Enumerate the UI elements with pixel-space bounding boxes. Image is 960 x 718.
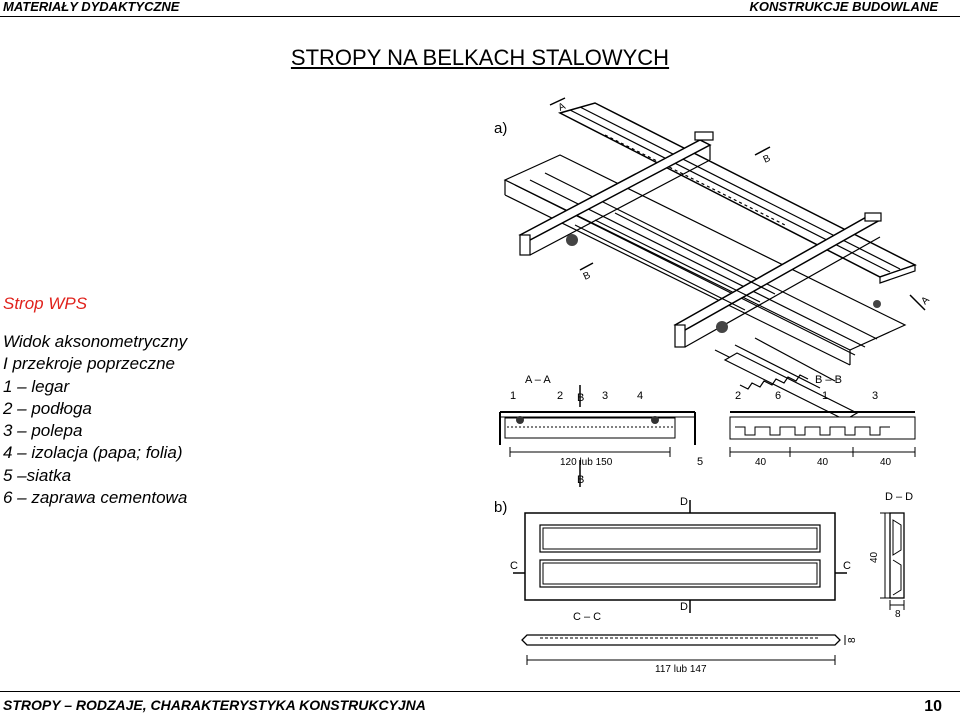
cut-mark: A [557, 101, 568, 114]
legend-item: 2 – podłoga [3, 398, 92, 418]
header-right: KONSTRUKCJE BUDOWLANE [749, 0, 939, 14]
description-line: Widok aksonometryczny [3, 332, 188, 351]
callout-number: 3 [872, 390, 878, 402]
cut-mark: D [680, 601, 688, 613]
page-number: 10 [924, 698, 942, 715]
label-b: b) [494, 499, 507, 516]
page-title: STROPY NA BELKACH STALOWYCH [290, 45, 670, 70]
section-a-a: A – A 1 2 B 3 4 120 lub 150 B 5 [499, 374, 703, 487]
section-label: B – B [815, 374, 842, 386]
description-line: I przekroje poprzeczne [3, 354, 175, 374]
section-b-b: B – B 2 6 1 3 40 40 40 [729, 374, 916, 468]
section-d-d: D – D 40 8 [869, 491, 913, 620]
dimension: 40 [817, 457, 829, 468]
section-c-c: C – C 8 117 lub 147 [521, 611, 858, 675]
cut-mark: B [577, 474, 584, 486]
dimension: 8 [847, 637, 858, 643]
dimension: 8 [895, 609, 901, 620]
footer-divider [0, 691, 960, 692]
section-label: A – A [525, 374, 551, 386]
footer-text: STROPY – RODZAJE, CHARAKTERYSTYKA KONSTR… [3, 697, 426, 713]
slab-plan: b) D D C C [494, 496, 851, 613]
cut-mark: B [762, 153, 773, 166]
technical-drawing: a) A B B A A – A 1 2 B 3 4 120 lub 150 B… [494, 97, 932, 675]
subtitle: Strop WPS [3, 294, 88, 313]
dimension: 40 [880, 457, 892, 468]
label-a: a) [494, 120, 507, 137]
callout-number: 5 [697, 456, 703, 468]
legend-item: 6 – zaprawa cementowa [3, 488, 188, 508]
legend-item: 4 – izolacja (papa; folia) [3, 443, 183, 463]
callout-number: 2 [735, 390, 741, 402]
header-left: MATERIAŁY DYDAKTYCZNE [3, 0, 180, 14]
callout-number: 6 [775, 390, 781, 402]
cut-mark: C [510, 560, 518, 572]
legend-item: 1 – legar [3, 376, 70, 396]
callout-number: 3 [602, 390, 608, 402]
description-list: Widok aksonometryczny I przekroje poprze… [3, 331, 187, 509]
cut-mark: B [582, 270, 593, 283]
dimension: 40 [869, 551, 880, 563]
callout-number: 4 [637, 390, 643, 402]
section-label: C – C [573, 611, 601, 623]
callout-number: 1 [510, 390, 516, 402]
legend-item: 3 – polepa [3, 421, 83, 441]
header-divider [0, 16, 960, 17]
cut-mark: D [680, 496, 688, 508]
section-label: D – D [885, 491, 913, 503]
dimension: 117 lub 147 [655, 664, 707, 675]
dimension: 40 [755, 457, 767, 468]
dimension: 120 lub 150 [560, 457, 613, 468]
axonometric-view [503, 97, 926, 421]
cut-mark: C [843, 560, 851, 572]
callout-number: 1 [822, 390, 828, 402]
callout-number: 2 [557, 390, 563, 402]
legend-item: 5 –siatka [3, 465, 72, 485]
